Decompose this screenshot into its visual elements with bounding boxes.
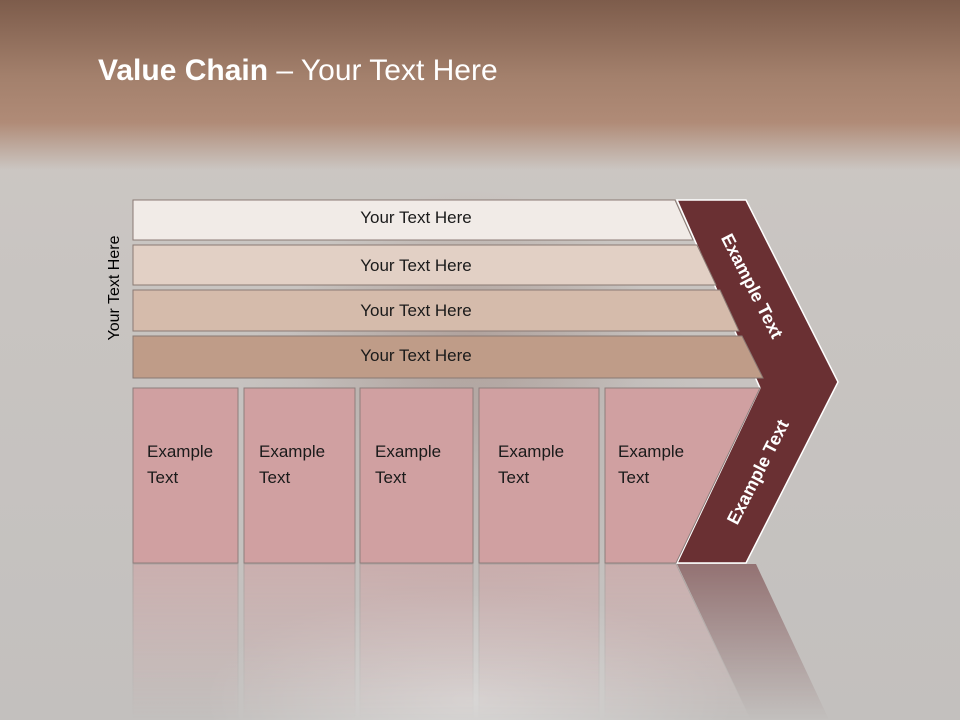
- column-4-line-2: Text: [498, 468, 530, 487]
- bar-2-label: Your Text Here: [360, 256, 472, 275]
- reflection-column-4: [478, 563, 600, 720]
- bar-1-label: Your Text Here: [360, 208, 472, 227]
- column-1-shape: [132, 387, 239, 564]
- slide-title: Value Chain – Your Text Here: [98, 54, 498, 88]
- title-bold: Value Chain: [98, 54, 269, 87]
- title-band: [0, 0, 960, 170]
- bar-4-shape: [132, 335, 764, 379]
- reflection-column-2: [243, 563, 356, 720]
- column-3-line-2: Text: [375, 468, 407, 487]
- column-3-line-1: Example: [375, 442, 442, 461]
- reflection-column-1: [132, 563, 239, 720]
- reflection-column-3: [359, 563, 474, 720]
- bar-3-shape: [132, 289, 740, 332]
- column-2-line-2: Text: [259, 468, 291, 487]
- title-rest: – Your Text Here: [268, 54, 498, 87]
- column-3-shape: [359, 387, 474, 564]
- reflection-column-5: [604, 563, 752, 720]
- column-4-line-1: Example: [498, 442, 565, 461]
- bar-1-shape: [132, 199, 694, 241]
- column-5-line-2: Text: [618, 468, 650, 487]
- column-5-line-1: Example: [618, 442, 685, 461]
- bar-4-label: Your Text Here: [360, 346, 472, 365]
- column-1-line-1: Example: [147, 442, 214, 461]
- bar-3-label: Your Text Here: [360, 301, 472, 320]
- column-2-line-1: Example: [259, 442, 326, 461]
- reflection-arrow: [677, 564, 830, 720]
- column-1-line-2: Text: [147, 468, 179, 487]
- column-5-shape: [604, 387, 761, 564]
- bar-2-shape: [132, 244, 717, 286]
- column-2-shape: [243, 387, 356, 564]
- column-4-shape: [478, 387, 600, 564]
